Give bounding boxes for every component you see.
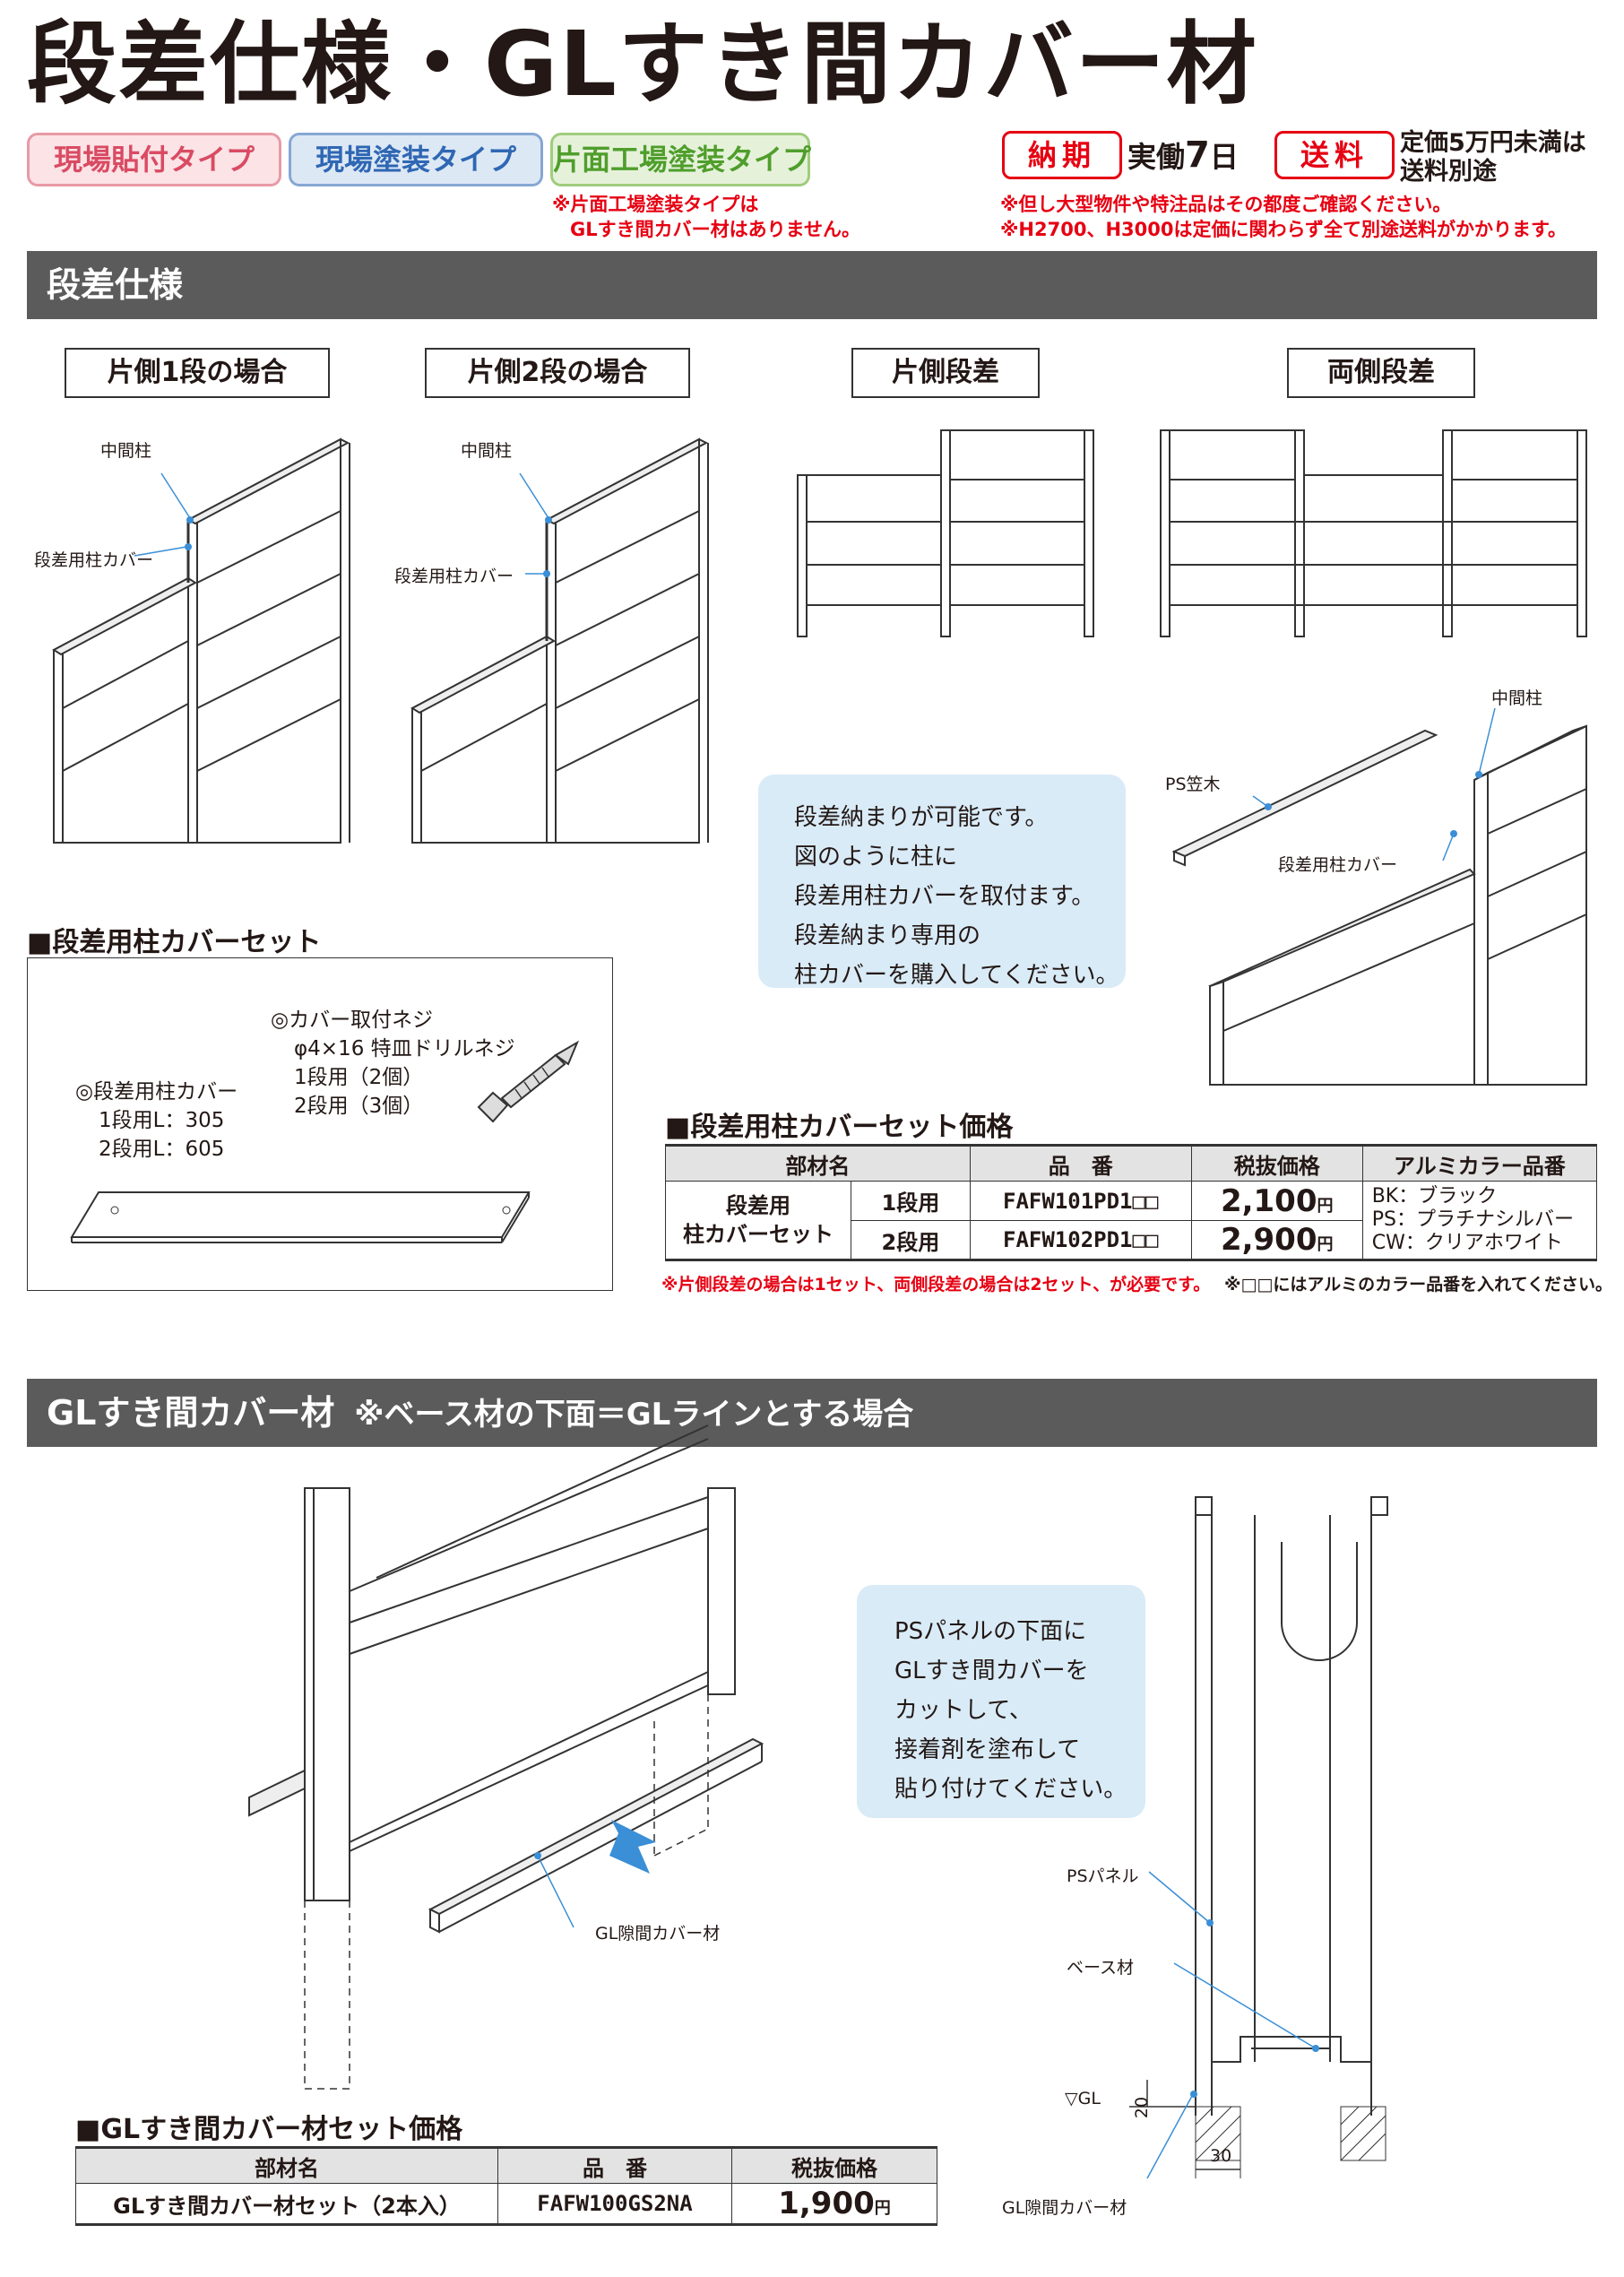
- gl-info-box: PSパネルの下面に GLすき間カバーを カットして、 接着剤を塗布して 貼り付け…: [857, 1585, 1145, 1818]
- section-heading-step: 段差仕様: [27, 251, 1597, 319]
- th-price: 税抜価格: [1190, 1144, 1363, 1182]
- th-part-name: 部材名: [665, 1144, 971, 1182]
- caption-one-side-1: 片側1段の場合: [65, 348, 330, 398]
- gl-th-code: 品 番: [497, 2146, 732, 2184]
- caption-both-sides-step: 両側段差: [1287, 348, 1475, 398]
- screw-icon: [477, 1040, 580, 1123]
- label-gl-cover-2: GL隙間カバー材: [1002, 2198, 1127, 2218]
- row2-type: 2段用: [851, 1220, 971, 1261]
- part-name-cell: 段差用柱カバーセット: [665, 1181, 851, 1261]
- th-code: 品 番: [969, 1144, 1192, 1182]
- fence-both-sides-step-drawing: [1160, 429, 1587, 637]
- th-color-code: アルミカラー品番: [1361, 1144, 1598, 1182]
- page-title: 段差仕様・GLすき間カバー材: [27, 12, 1258, 117]
- gl-th-price: 税抜価格: [731, 2146, 937, 2184]
- step-cover-plate-drawing: [70, 1191, 531, 1243]
- gl-row-code: FAFW100GS2NA: [497, 2183, 732, 2226]
- screw-description: ◎カバー取付ネジ φ4×16 特皿ドリルネジ 1段用（2個） 2段用（3個）: [271, 1009, 515, 1118]
- gl-price-table: 部材名 品 番 税抜価格 GLすき間カバー材セット（2本入） FAFW100GS…: [75, 2146, 937, 2226]
- delivery-value: 実働7日: [1127, 134, 1239, 176]
- fence-one-side-step-drawing: [797, 429, 1094, 637]
- gl-cover-section-drawing: [1129, 1496, 1388, 2179]
- tag-onsite-paint: 現場塗装タイプ: [289, 133, 543, 186]
- delivery-label: 納期: [1002, 131, 1122, 179]
- label-middle-post-3: 中間柱: [1491, 688, 1543, 708]
- caption-one-side-2: 片側2段の場合: [425, 348, 690, 398]
- shipping-note-1: ※但し大型物件や特注品はその都度ご確認ください。: [1000, 194, 1452, 215]
- row1-price: 2,100円: [1190, 1181, 1363, 1221]
- label-base: ベース材: [1067, 1958, 1135, 1978]
- tag-note-2: GLすき間カバー材はありません。: [570, 219, 860, 240]
- label-gl-cover-1: GL隙間カバー材: [595, 1924, 721, 1944]
- label-middle-post-1: 中間柱: [100, 441, 152, 461]
- row2-price: 2,900円: [1190, 1220, 1363, 1261]
- row1-code: FAFW101PD1□□: [969, 1181, 1192, 1221]
- label-dim-30: 30: [1210, 2146, 1232, 2166]
- gl-row-name: GLすき間カバー材セット（2本入）: [75, 2183, 498, 2226]
- shipping-note-2: ※H2700、H3000は定価に関わらず全て別途送料がかかります。: [1000, 219, 1567, 240]
- tag-onsite-attach: 現場貼付タイプ: [27, 133, 281, 186]
- step-price-heading: ■段差用柱カバーセット価格: [665, 1112, 1014, 1143]
- set-box: [27, 957, 613, 1291]
- label-gl: ▽GL: [1065, 2089, 1101, 2108]
- cover-description: ◎段差用柱カバー 1段用L：305 2段用L：605: [75, 1080, 238, 1161]
- tag-note-1: ※片面工場塗装タイプは: [552, 194, 759, 215]
- fence-step2-drawing: [410, 437, 709, 844]
- section-heading-gl: GLすき間カバー材※ベース材の下面＝GLラインとする場合: [27, 1379, 1597, 1447]
- fence-step1-drawing: [52, 437, 350, 844]
- tag-factory-paint: 片面工場塗装タイプ: [550, 133, 811, 186]
- set-heading: ■段差用柱カバーセット: [27, 927, 322, 958]
- label-ps-panel: PSパネル: [1067, 1866, 1139, 1886]
- label-step-cover-2: 段差用柱カバー: [394, 567, 514, 586]
- gl-th-part-name: 部材名: [75, 2146, 498, 2184]
- step-price-table: 部材名 品 番 税抜価格 アルミカラー品番 段差用柱カバーセット 1段用 FAF…: [665, 1144, 1598, 1261]
- caption-one-side-step: 片側段差: [851, 348, 1040, 398]
- gl-cover-perspective-drawing: [248, 1424, 764, 2090]
- label-dim-20: 20: [1132, 2096, 1153, 2119]
- step-info-box: 段差納まりが可能です。 図のように柱に 段差用柱カバーを取付ます。 段差納まり専…: [758, 775, 1126, 989]
- step-note-left: ※片側段差の場合は1セット、両側段差の場合は2セット、が必要です。: [661, 1275, 1211, 1294]
- label-ps-kasagi: PS笠木: [1165, 775, 1221, 794]
- step-note-right: ※□□にはアルミのカラー品番を入れてください。: [1224, 1275, 1613, 1294]
- label-step-cover-3: 段差用柱カバー: [1278, 855, 1398, 875]
- label-middle-post-2: 中間柱: [461, 441, 513, 461]
- shipping-label: 送料: [1274, 131, 1395, 179]
- gl-row-price: 1,900円: [731, 2183, 937, 2226]
- step-cover-detail-drawing: [1171, 707, 1587, 1086]
- row1-type: 1段用: [851, 1181, 971, 1221]
- label-step-cover-1: 段差用柱カバー: [34, 550, 154, 570]
- shipping-text: 定価5万円未満は送料別途: [1400, 129, 1586, 186]
- gl-price-heading: ■GLすき間カバー材セット価格: [75, 2114, 463, 2145]
- row2-code: FAFW102PD1□□: [969, 1220, 1192, 1261]
